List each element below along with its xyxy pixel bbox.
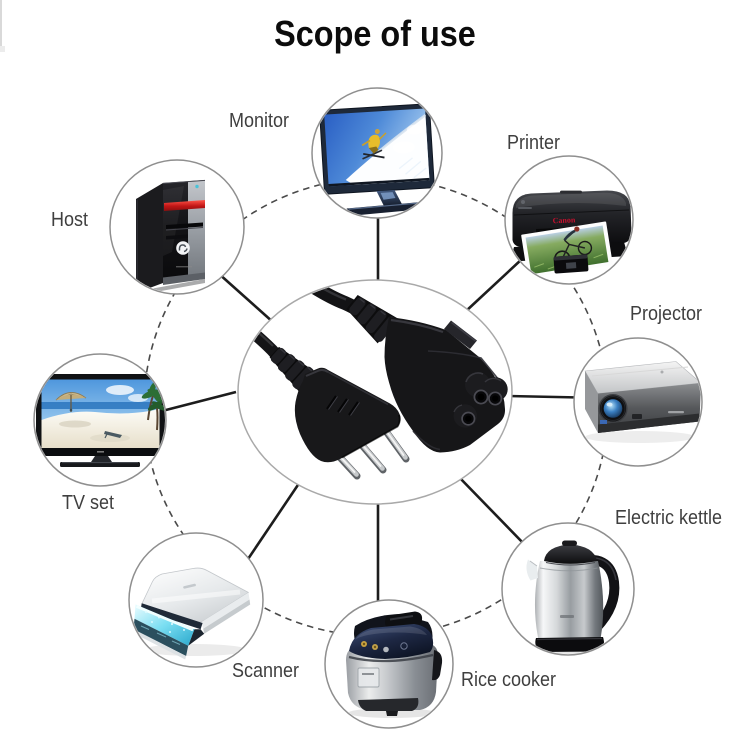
- printer-icon: Canon: [510, 190, 632, 279]
- skier: [361, 128, 387, 160]
- line-scanner: [244, 472, 308, 563]
- palm-trees: [141, 382, 165, 431]
- edge-artifact-smudge: [0, 46, 5, 52]
- label-projector: Projector: [630, 303, 703, 325]
- brazil-plug: [269, 346, 410, 480]
- printer-brand-text: Canon: [552, 215, 576, 225]
- kettle-icon: [526, 540, 620, 654]
- line-kettle: [456, 474, 527, 547]
- monitor-icon: [319, 103, 435, 216]
- label-monitor: Monitor: [229, 110, 290, 132]
- rice-cooker-icon: [346, 611, 443, 718]
- c5-connector: [346, 295, 508, 453]
- line-projector: [507, 394, 581, 399]
- line-tv: [161, 390, 237, 413]
- printer-cartridge: [553, 254, 589, 274]
- label-rice-cooker: Rice cooker: [461, 669, 557, 691]
- scanner-icon: [132, 567, 251, 660]
- line-printer: [464, 258, 523, 313]
- label-host: Host: [51, 209, 89, 231]
- label-printer: Printer: [507, 132, 561, 154]
- plug-grip-grooves: [326, 395, 359, 416]
- label-tv-set: TV set: [62, 492, 115, 514]
- label-electric-kettle: Electric kettle: [615, 507, 723, 529]
- desktop-tower-icon: [136, 179, 206, 293]
- page-title: Scope of use: [274, 13, 476, 54]
- label-scanner: Scanner: [232, 660, 300, 682]
- glass-sparkles: [144, 610, 185, 633]
- tv-icon: [36, 374, 165, 467]
- projector-icon: [584, 361, 701, 443]
- plug-pins: [331, 426, 410, 480]
- power-cord-image: [246, 281, 508, 480]
- beach-umbrella: [55, 392, 87, 412]
- connector-lines: [161, 214, 581, 606]
- c5-holes: [453, 372, 508, 428]
- line-host: [217, 272, 275, 324]
